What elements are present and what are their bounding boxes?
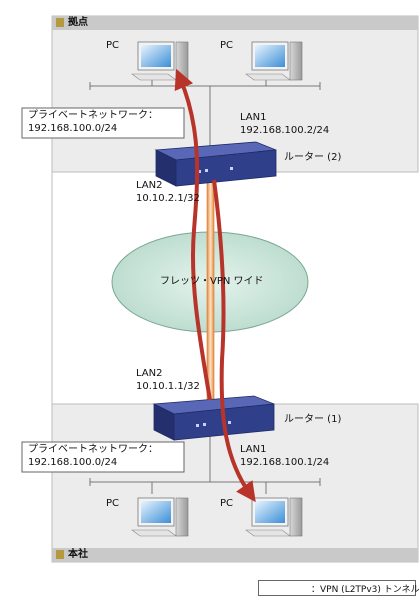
hq-private-network-address: 192.168.100.0/24	[28, 457, 118, 468]
hq-lan2-address: 10.10.1.1/32	[136, 381, 200, 392]
branch-lan2-label: LAN2	[136, 180, 163, 191]
legend-text: ：VPN (L2TPv3) トンネル	[311, 585, 420, 595]
branch-site-marker-icon	[56, 18, 64, 27]
branch-pc-right-label: PC	[220, 40, 234, 51]
router-2-icon	[154, 141, 277, 187]
branch-pc-right-icon	[245, 41, 303, 81]
hq-pc-left-icon	[131, 497, 189, 537]
hq-private-network-label: プライベートネットワーク：	[28, 444, 158, 455]
branch-site-label: 拠点	[68, 17, 88, 28]
hq-lan2-label: LAN2	[136, 368, 163, 379]
legend: ：VPN (L2TPv3) トンネル	[258, 580, 420, 596]
hq-private-network-box	[21, 441, 185, 473]
branch-lan-bus	[89, 76, 321, 148]
branch-lan1-address: 192.168.100.2/24	[240, 125, 330, 136]
router-2-label: ルーター (2)	[284, 152, 342, 163]
branch-private-network-box	[21, 107, 185, 139]
branch-private-network-address: 192.168.100.0/24	[28, 123, 118, 134]
branch-pc-left-label: PC	[106, 40, 120, 51]
hq-pc-right-icon	[245, 497, 303, 537]
router-1-label: ルーター (1)	[284, 414, 342, 425]
branch-lan1-label: LAN1	[240, 112, 267, 123]
flow-arrow-to-branch-pc	[174, 68, 212, 401]
hq-lan1-label: LAN1	[240, 444, 267, 455]
branch-pc-left-icon	[131, 41, 189, 81]
hq-lan1-address: 192.168.100.1/24	[240, 457, 330, 468]
vpn-tunnel	[206, 171, 215, 405]
hq-site-area	[51, 403, 419, 563]
branch-private-network-label: プライベートネットワーク：	[28, 110, 158, 121]
hq-site-label: 本社	[68, 549, 88, 560]
hq-pc-left-label: PC	[106, 498, 120, 509]
flow-arrow-to-hq-pc	[212, 179, 256, 503]
cloud-label: フレッツ・VPN ワイド	[160, 276, 264, 287]
hq-lan-bus	[89, 430, 321, 494]
branch-lan2-address: 10.10.2.1/32	[136, 193, 200, 204]
hq-pc-right-label: PC	[220, 498, 234, 509]
hq-site-marker-icon	[56, 550, 64, 559]
